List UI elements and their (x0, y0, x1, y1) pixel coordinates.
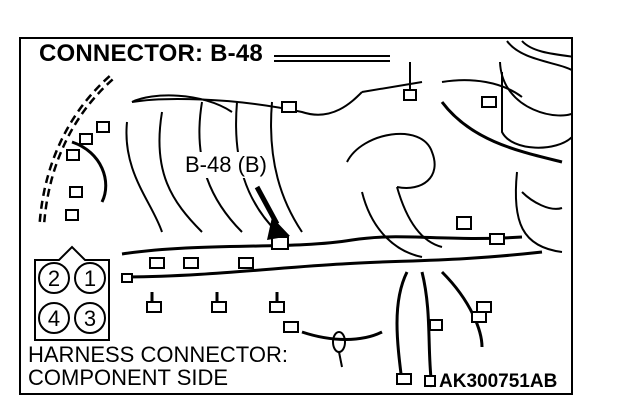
harness-caption: HARNESS CONNECTOR: COMPONENT SIDE (28, 343, 292, 389)
callout-label: B-48 (B) (183, 152, 269, 178)
code-marker (424, 375, 436, 387)
callout-arrow (254, 185, 290, 240)
sensor-stem (403, 62, 417, 101)
connector-title: CONNECTOR: B-48 (36, 40, 266, 68)
connector-face: 2 1 4 3 (34, 245, 110, 341)
diagram-frame: 2 1 4 3 (19, 37, 573, 395)
caption-line-1: HARNESS CONNECTOR: (28, 342, 288, 367)
title-rule (274, 55, 390, 62)
reservoir-outline (441, 40, 571, 253)
caption-line-2: COMPONENT SIDE (28, 365, 229, 390)
harness-connectors (65, 96, 505, 385)
figure-code: AK300751AB (437, 371, 560, 393)
pin-1-label: 1 (84, 266, 96, 291)
pin-3-outline (74, 302, 106, 334)
pin-1-outline (74, 262, 106, 294)
pin-2-label: 2 (48, 266, 60, 291)
intake-runners (125, 81, 423, 233)
ring-terminal (332, 331, 346, 368)
pin-4-label: 4 (48, 306, 60, 331)
pin-2-outline (38, 262, 70, 294)
pin-3-label: 3 (84, 306, 96, 331)
left-loom-core (41, 76, 113, 223)
engine-bay-illustration: 2 1 4 3 (34, 40, 571, 388)
pin-4-outline (38, 302, 70, 334)
